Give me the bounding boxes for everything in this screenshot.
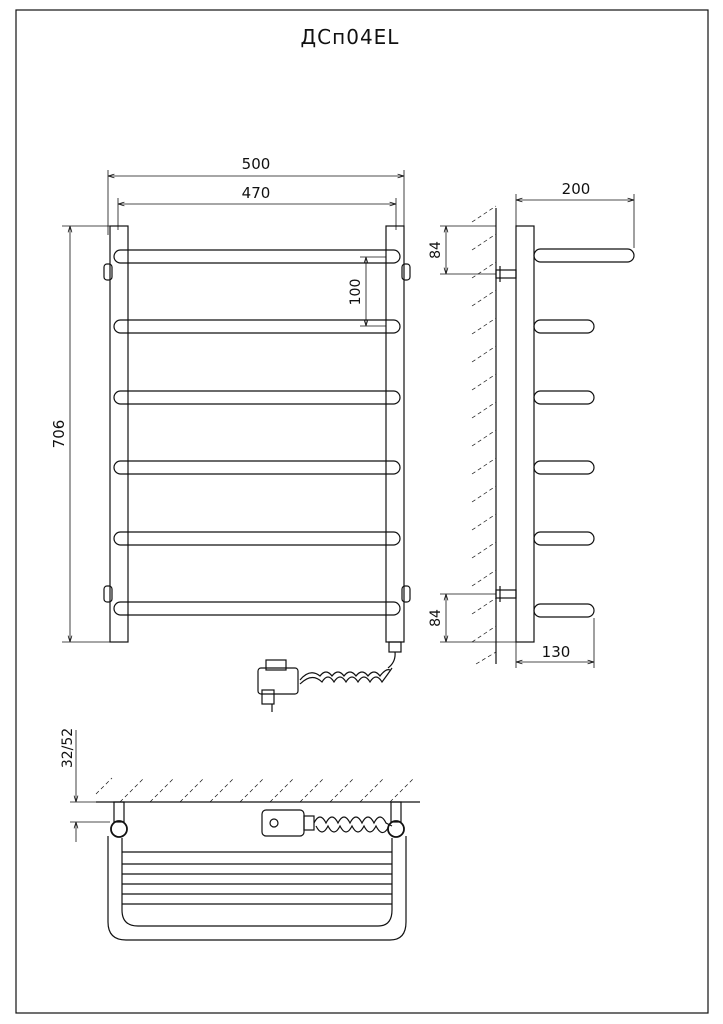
side-bracket-top	[495, 269, 517, 279]
rung-2	[113, 319, 401, 334]
top-plug	[261, 809, 305, 837]
right-post	[385, 225, 405, 643]
rung-3	[113, 390, 401, 405]
dim-label-100: 100	[348, 279, 364, 306]
top-bracket-left	[113, 801, 125, 823]
cable-gland	[388, 641, 402, 653]
top-spiral-cable	[313, 816, 393, 827]
dim-label-706: 706	[50, 420, 68, 449]
side-rung-1	[533, 248, 635, 263]
left-post	[109, 225, 129, 643]
top-post-left	[110, 820, 128, 838]
side-post	[515, 225, 535, 643]
bracket-top-right	[401, 263, 411, 281]
top-wall-hatching	[95, 777, 415, 803]
dim-label-470: 470	[242, 184, 271, 202]
rung-6	[113, 601, 401, 616]
model-title: ДСп04EL	[301, 25, 400, 49]
bracket-bottom-right	[401, 585, 411, 603]
wall-hatching	[471, 205, 497, 665]
plug-housing	[257, 667, 299, 695]
front-view: 500 470 706 100	[50, 155, 411, 712]
top-view: 32/52	[60, 728, 420, 941]
rung-5	[113, 531, 401, 546]
dim-label-500: 500	[242, 155, 271, 173]
side-rung-2	[533, 319, 595, 334]
rung-1	[113, 249, 401, 264]
bracket-bottom-left	[103, 585, 113, 603]
bracket-top-left	[103, 263, 113, 281]
side-rung-6	[533, 603, 595, 618]
side-rung-3	[533, 390, 595, 405]
dim-label-84-top: 84	[428, 241, 444, 259]
sheet-border	[15, 9, 709, 1014]
dim-label-32-52: 32/52	[60, 728, 76, 768]
side-rung-5	[533, 531, 595, 546]
side-view: 200 84 84 130	[428, 180, 635, 668]
rung-4	[113, 460, 401, 475]
spiral-cable	[299, 651, 396, 681]
top-bracket-right	[390, 801, 402, 823]
side-rung-4	[533, 460, 595, 475]
dim-label-130: 130	[542, 643, 571, 661]
side-bracket-bottom	[495, 589, 517, 599]
top-frame-outer	[107, 836, 407, 941]
dim-label-200: 200	[562, 180, 591, 198]
dim-label-84-bottom: 84	[428, 609, 444, 627]
top-post-right	[387, 820, 405, 838]
